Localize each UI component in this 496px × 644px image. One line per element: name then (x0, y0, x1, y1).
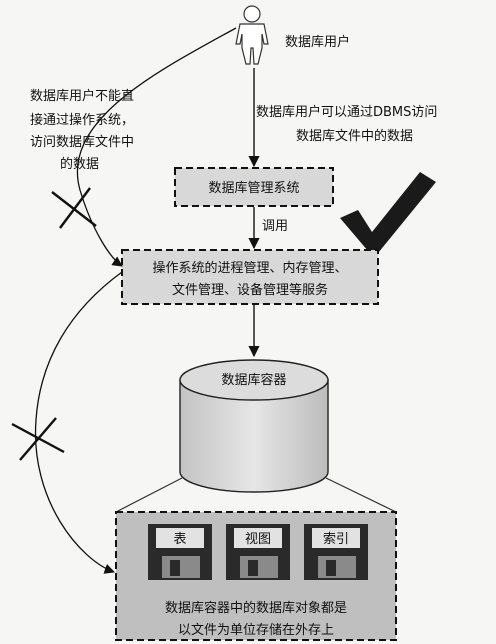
user-icon (236, 6, 268, 64)
object-label-index: 索引 (323, 532, 349, 547)
call-label: 调用 (262, 219, 288, 234)
right-note-line-1: 数据库用户可以通过DBMS访问 (256, 104, 437, 120)
os-box-line-1: 操作系统的进程管理、内存管理、 (152, 260, 347, 276)
cross-mark-icon-lower (12, 418, 64, 460)
dbms-box-label: 数据库管理系统 (208, 180, 299, 196)
dbms-box: 数据库管理系统 (175, 168, 333, 206)
database-container-cylinder: 数据库容器 (180, 360, 328, 492)
user-label: 数据库用户 (285, 34, 350, 50)
curve-os-to-storage (36, 272, 122, 572)
right-note: 数据库用户可以通过DBMS访问 数据库文件中的数据 (256, 104, 437, 144)
right-note-line-2: 数据库文件中的数据 (296, 128, 413, 144)
left-note-line-2: 接通过操作系统， (30, 112, 134, 128)
object-label-table: 表 (173, 532, 186, 547)
check-mark-icon (340, 172, 436, 258)
floppy-index-icon: 索引 (304, 524, 368, 580)
bottom-caption-line-1: 数据库容器中的数据库对象都是 (165, 600, 347, 616)
bottom-caption-line-2: 以文件为单位存储在外存上 (178, 623, 334, 638)
object-label-view: 视图 (245, 532, 271, 547)
left-note: 数据库用户不能直 接通过操作系统， 访问数据库文件中 的数据 (30, 88, 134, 172)
floppy-table-icon: 表 (148, 524, 212, 580)
os-box: 操作系统的进程管理、内存管理、 文件管理、设备管理等服务 (122, 250, 378, 304)
floppy-view-icon: 视图 (226, 524, 290, 580)
os-box-line-2: 文件管理、设备管理等服务 (172, 282, 328, 298)
container-label: 数据库容器 (221, 372, 286, 388)
cross-mark-icon-upper (52, 188, 96, 228)
